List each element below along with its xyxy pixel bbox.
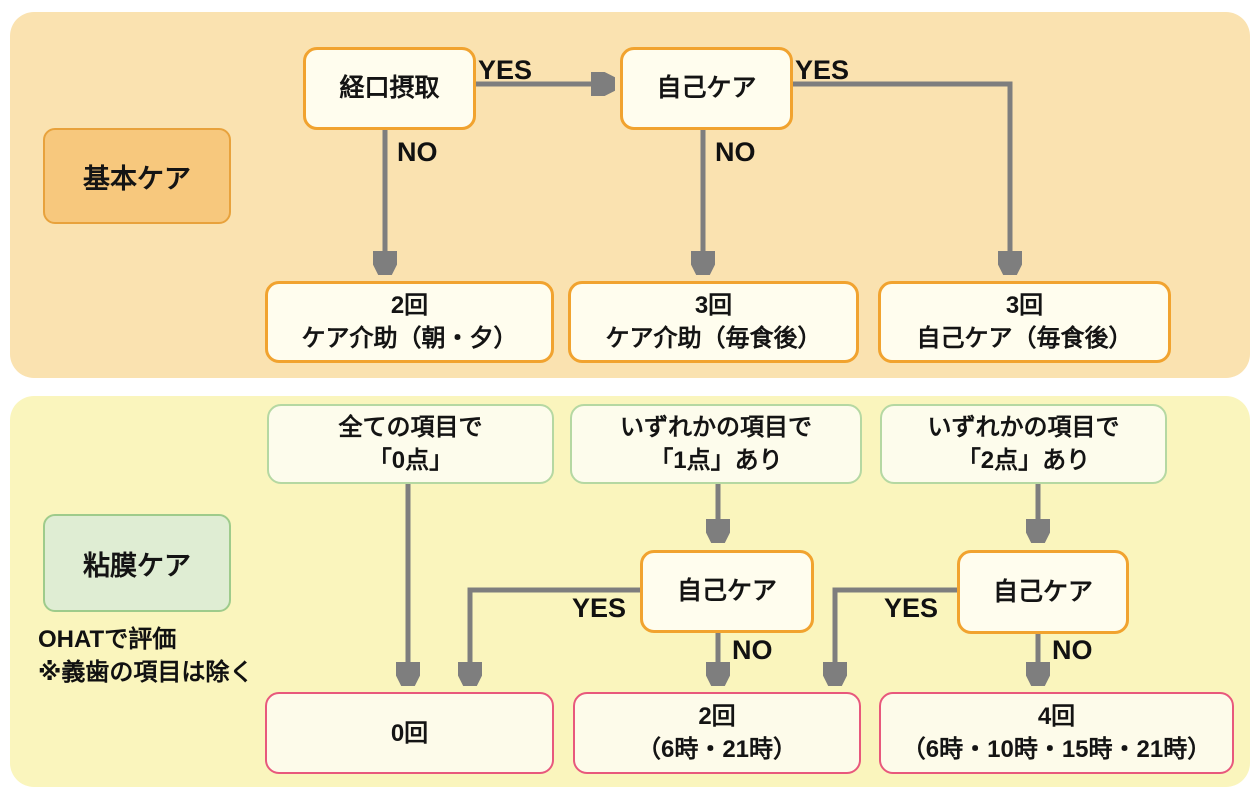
mucosa-result1-count: 0回 [390,719,429,747]
self-care-node-mucosa-2: 自己ケア [957,550,1129,634]
basic-result1-count: 2回 [390,292,429,319]
mucosa-cond1-node: 全ての項目で 「0点」 [267,404,554,484]
basic-result1-detail: ケア介助（朝・夕） [301,325,518,352]
mucosa-cond3-line2: 「2点」あり [956,447,1091,474]
oral-intake-label: 経口摂取 [339,74,440,102]
self-care-node-mucosa-1: 自己ケア [640,550,814,633]
basic-result2-detail: ケア介助（毎食後） [605,325,822,352]
basic-result2-node: 3回 ケア介助（毎食後） [568,281,859,363]
basic-yes2-label: YES [795,55,850,85]
mucosa-no2-label: NO [1052,635,1093,665]
basic-result3-detail: 自己ケア（毎食後） [916,325,1133,352]
mucosa-cond2-line2: 「1点」あり [649,447,783,474]
mucosa-care-tag: 粘膜ケア [43,514,231,612]
mucosa-yes1-label: YES [572,593,627,623]
basic-no1-label: NO [397,137,438,167]
mucosa-result1-node: 0回 [265,692,554,774]
mucosa-no1-label: NO [732,635,773,665]
mucosa-result2-detail: （6時・21時） [636,736,798,763]
mucosa-result3-node: 4回 （6時・10時・15時・21時） [879,692,1234,774]
self-care-basic-label: 自己ケア [656,74,757,102]
mucosa-cond1-line1: 全ての項目で [338,414,483,441]
basic-no2-label: NO [715,137,756,167]
self-care-mucosa2-label: 自己ケア [992,577,1093,606]
mucosa-cond1-line2: 「0点」 [367,447,454,474]
mucosa-note-ohat: OHATで評価 [38,626,177,653]
basic-care-tag: 基本ケア [43,128,231,224]
mucosa-cond2-node: いずれかの項目で 「1点」あり [570,404,862,484]
mucosa-note-denture: ※義歯の項目は除く [38,659,254,686]
mucosa-result3-count: 4回 [1037,703,1076,730]
oral-intake-node: 経口摂取 [303,47,476,130]
basic-result1-node: 2回 ケア介助（朝・夕） [265,281,554,363]
mucosa-result2-node: 2回 （6時・21時） [573,692,861,774]
self-care-node-basic: 自己ケア [620,47,793,130]
self-care-mucosa1-label: 自己ケア [676,577,777,605]
mucosa-yes2-label: YES [884,593,939,623]
mucosa-cond2-line1: いずれかの項目で [620,414,812,441]
mucosa-care-tag-label: 粘膜ケア [83,550,191,581]
basic-result3-count: 3回 [1005,292,1044,319]
basic-yes1-label: YES [478,55,533,85]
basic-result3-node: 3回 自己ケア（毎食後） [878,281,1171,363]
mucosa-result3-detail: （6時・10時・15時・21時） [901,736,1212,763]
mucosa-result2-count: 2回 [698,703,736,730]
basic-care-tag-label: 基本ケア [83,163,191,194]
basic-result2-count: 3回 [694,292,733,319]
mucosa-cond3-node: いずれかの項目で 「2点」あり [880,404,1167,484]
mucosa-cond3-line1: いずれかの項目で [927,414,1120,441]
